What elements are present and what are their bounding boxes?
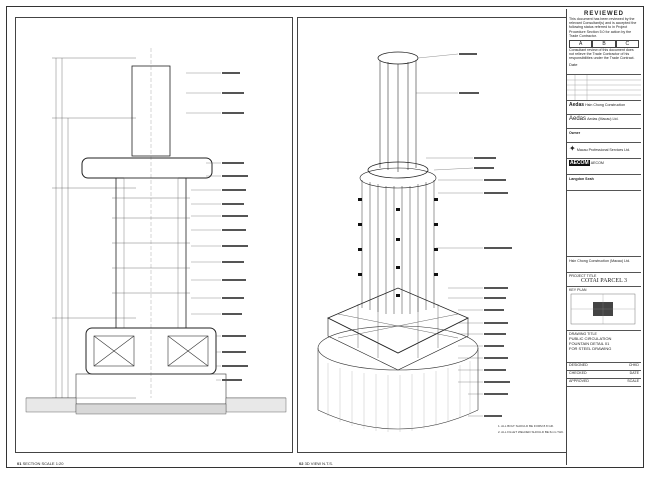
company-row-3: Owner: [567, 129, 641, 143]
company-logo: AECOM: [569, 160, 590, 166]
company-row-6: Langdon Seah: [567, 175, 641, 191]
3d-drawing: [317, 51, 512, 432]
company-name: Langdon Seah: [569, 177, 594, 181]
note-1: 1. ALL BOLT SHOULD BE FORM 8.8 GR.: [498, 424, 554, 428]
contractor-row: Hsin Chong Construction (Macau) Ltd.: [567, 257, 641, 273]
key-plan-label: KEY PLAN: [569, 288, 587, 292]
company-row-4: ✦ Macau Professional Services Ltd.: [567, 143, 641, 159]
company-logo: Aedas: [569, 102, 585, 108]
drawing-title-line: FOR STEEL DRAWING: [569, 346, 612, 352]
title-block: REVIEWED This document has been reviewed…: [566, 9, 641, 465]
company-row-1: Aedas Hsin Chong Construction: [567, 101, 641, 115]
stamp-body: This document has been reviewed by the r…: [569, 17, 637, 38]
company-logo-icon: ✦: [569, 144, 576, 153]
meta-label: CHECKED: [569, 371, 587, 375]
stamp-option-b: B: [592, 40, 616, 49]
contractor-name: Hsin Chong Construction (Macau) Ltd.: [569, 259, 631, 263]
stamp-options: A B C: [569, 40, 639, 49]
company-name: Hsin Chong Construction: [585, 103, 626, 107]
drawing-title-line: PUBLIC CIRCULATION: [569, 336, 612, 342]
view-number: 02: [299, 461, 304, 466]
stamp-date-label: Date: [569, 61, 578, 67]
drawing-title-block: DRAWING TITLE PUBLIC CIRCULATION FOUNTAI…: [567, 331, 641, 363]
company-name: Aedas (Macau) Ltd.: [587, 117, 619, 121]
view-caption-3d: 02 3D VIEW N.T.S.: [299, 461, 333, 466]
drawing-meta-row: CHECKED DATE: [567, 371, 641, 379]
stamp-option-a: A: [569, 40, 593, 49]
stamp-option-c: C: [615, 40, 639, 49]
view-scale: SCALE 1:20: [41, 461, 64, 466]
view-title: SECTION: [22, 461, 41, 466]
meta-label: DATE: [629, 371, 639, 375]
company-name: Macau Professional Services Ltd.: [576, 148, 631, 152]
note-2: 2. ALL FILLET WELDED SHOULD BE 6mm THK.: [498, 430, 564, 434]
company-logo: Aedas: [569, 116, 587, 122]
section-drawing: [25, 48, 287, 415]
3d-view-panel: 1. ALL BOLT SHOULD BE FORM 8.8 GR. 2. AL…: [297, 17, 567, 453]
meta-label: CHKD: [628, 363, 639, 367]
project-title: COTAI PARCEL 3: [580, 278, 628, 285]
drawing-title-line: FOUNTAIN DETAIL 01: [569, 341, 610, 347]
meta-label: DESIGNED: [569, 363, 588, 367]
company-name: Owner: [569, 131, 581, 135]
review-stamp: REVIEWED This document has been reviewed…: [567, 9, 641, 75]
company-row-5: AECOM AECOM: [567, 159, 641, 175]
project-title-row: PROJECT TITLE COTAI PARCEL 3: [567, 273, 641, 287]
key-plan-diagram: [570, 294, 636, 325]
company-name: AECOM: [590, 161, 604, 165]
blank-area: [567, 191, 641, 257]
stamp-status: REVIEWED: [583, 11, 624, 17]
revision-table: [567, 75, 641, 101]
view-number: 01: [17, 461, 22, 466]
view-caption-section: 01 SECTION SCALE 1:20: [17, 461, 64, 466]
revision-grid: [567, 75, 641, 100]
meta-label: APPROVED: [569, 379, 589, 383]
company-row-2: Aedas Aedas (Macau) Ltd.: [567, 115, 641, 129]
drawing-meta-row: APPROVED SCALE: [567, 379, 641, 387]
drawing-meta-row: DESIGNED CHKD: [567, 363, 641, 371]
view-title: 3D VIEW: [304, 461, 322, 466]
meta-label: SCALE: [627, 379, 639, 383]
drawing-title-label: DRAWING TITLE: [569, 332, 597, 336]
stamp-disclaimer: Consultant review of this document does …: [569, 48, 635, 61]
key-plan: KEY PLAN: [567, 287, 641, 331]
project-title-label: PROJECT TITLE: [569, 274, 597, 278]
section-view-panel: [15, 17, 293, 453]
view-scale: N.T.S.: [322, 461, 334, 466]
drawing-sheet: 1. ALL BOLT SHOULD BE FORM 8.8 GR. 2. AL…: [6, 6, 644, 468]
